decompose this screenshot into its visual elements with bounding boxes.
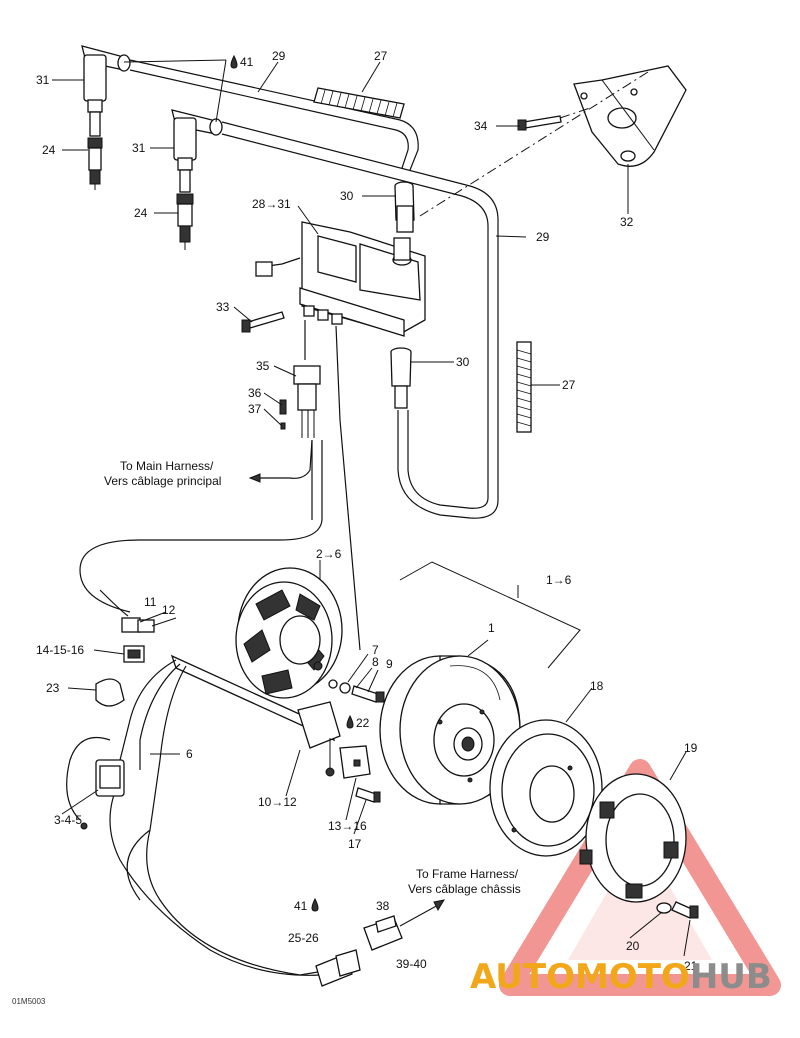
watermark-text: AUTOMOTOHUB <box>470 957 772 997</box>
group-bracket-1-6 <box>399 561 581 669</box>
label-17: 17 <box>348 837 362 851</box>
label-38: 38 <box>376 899 390 913</box>
label-35: 35 <box>256 359 270 373</box>
label-34: 34 <box>474 119 488 133</box>
screw-17 <box>355 787 381 803</box>
label-1-6: 1→6 <box>546 573 572 587</box>
label-23: 23 <box>46 681 60 695</box>
coil-bolt <box>241 311 285 333</box>
label-19: 19 <box>684 741 698 755</box>
label-30b: 30 <box>456 355 470 369</box>
label-7: 7 <box>372 643 379 657</box>
label-37: 37 <box>248 402 262 416</box>
lead-boot-upper <box>394 181 415 233</box>
label-36: 36 <box>248 386 262 400</box>
note-main-harness-fr: Vers câblage principal <box>104 474 221 488</box>
label-25-26: 25-26 <box>288 931 319 945</box>
leader-lines <box>52 59 691 957</box>
harness-notes: To Main Harness/ Vers câblage principal … <box>104 459 521 896</box>
label-18: 18 <box>590 679 604 693</box>
lead-boot-lower <box>390 347 412 409</box>
label-31a: 31 <box>36 73 50 87</box>
main-harness-wire <box>79 320 361 651</box>
stator-harness-bundle <box>66 659 331 976</box>
spark-plug-cap-upper <box>81 45 131 113</box>
label-10-12: 10→12 <box>258 795 297 809</box>
label-22: 22 <box>356 716 370 730</box>
connector-housing <box>293 365 321 438</box>
label-27a: 27 <box>374 49 388 63</box>
mounting-bracket <box>573 65 687 167</box>
label-21: 21 <box>684 959 698 973</box>
label-41a: 41 <box>240 55 254 69</box>
note-frame-harness-en: To Frame Harness/ <box>416 867 519 881</box>
ht-lead-lower <box>221 121 499 519</box>
callout-labels: 31 24 31 24 41 29 27 34 32 28→31 30 29 3… <box>36 49 698 973</box>
label-24a: 24 <box>42 143 56 157</box>
label-9: 9 <box>386 657 393 671</box>
drawing-code: 01M5003 <box>12 997 46 1006</box>
label-8: 8 <box>372 655 379 669</box>
sleeve-upper <box>313 87 405 119</box>
frame-connector <box>363 899 446 951</box>
note-main-harness-en: To Main Harness/ <box>120 459 214 473</box>
stator <box>235 567 343 699</box>
harness-connector-25-26 <box>315 949 361 987</box>
watermark-text-part1: AUTOMOTO <box>470 957 690 997</box>
stator-screw-set <box>328 679 385 703</box>
label-33: 33 <box>216 300 230 314</box>
sleeve-right <box>516 341 532 433</box>
ring-plate <box>489 719 603 857</box>
label-1: 1 <box>488 621 495 635</box>
sealant-drop-icon <box>230 54 354 912</box>
label-39-40: 39-40 <box>396 957 427 971</box>
label-11: 11 <box>144 595 157 609</box>
label-32: 32 <box>620 215 634 229</box>
label-2-6: 2→6 <box>316 547 342 561</box>
label-20: 20 <box>626 939 640 953</box>
bracket-screw <box>517 115 562 131</box>
terminal-pin <box>279 399 287 430</box>
sensor-connector <box>339 745 371 779</box>
label-29b: 29 <box>536 230 550 244</box>
ht-lead-upper <box>129 59 419 171</box>
label-6: 6 <box>186 747 193 761</box>
label-31b: 31 <box>132 141 146 155</box>
trigger-coil-plate <box>170 654 341 777</box>
spark-plug-cap-lower <box>171 109 223 171</box>
spark-plug-lower <box>176 169 194 250</box>
watermark-text-part2: HUB <box>690 957 772 997</box>
cable-tie <box>95 678 125 707</box>
label-12: 12 <box>162 603 176 617</box>
label-3-4-5: 3-4-5 <box>54 813 82 827</box>
label-13-16: 13→16 <box>328 819 367 833</box>
label-41b: 41 <box>294 899 308 913</box>
wire-connectors-left <box>121 617 155 663</box>
ignition-coil <box>255 221 426 337</box>
note-frame-harness-fr: Vers câblage châssis <box>408 882 521 896</box>
label-24b: 24 <box>134 206 148 220</box>
label-14-15-16: 14-15-16 <box>36 643 84 657</box>
label-30a: 30 <box>340 189 354 203</box>
spark-plug-upper <box>87 111 103 190</box>
trigger-wheel <box>579 773 687 903</box>
label-29a: 29 <box>272 49 286 63</box>
label-28-31: 28→31 <box>252 197 291 211</box>
label-27b: 27 <box>562 378 576 392</box>
flywheel-bolt <box>656 901 699 919</box>
